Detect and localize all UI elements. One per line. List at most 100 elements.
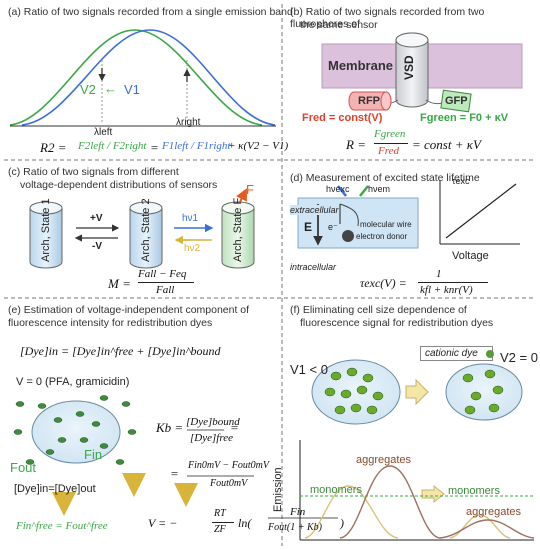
dye-aggregate <box>346 367 358 377</box>
dye-aggregate <box>372 391 384 401</box>
extracellular-label: extracellular <box>290 205 339 215</box>
panel-c-eq-den: Fall <box>156 284 175 296</box>
dye-aggregate <box>340 389 352 399</box>
lambda-right-label: λright <box>176 117 201 128</box>
v-frac-num: RT <box>214 508 226 519</box>
plus-v-label: +V <box>90 213 103 224</box>
dye-molecule <box>75 411 85 417</box>
v2-label-f: V2 = 0 <box>500 350 538 365</box>
dye-molecule <box>99 395 109 401</box>
dye-equal-label: [Dye]in=[Dye]out <box>14 483 96 495</box>
hvexc-label: hνexc <box>326 184 350 194</box>
v-close: ) <box>340 516 344 530</box>
panel-e-cell <box>31 400 338 519</box>
dye-aggregate <box>356 385 368 395</box>
panel-separators <box>4 4 536 546</box>
panel-b-eq-rest: = const + κV <box>412 137 481 152</box>
hv1-label: hν1 <box>182 213 199 224</box>
fin-label: Fin <box>84 447 103 462</box>
aggregates-label-2: aggregates <box>466 506 522 518</box>
panel-a-eq-rest: + κ(V2 − V1) <box>228 140 289 152</box>
kb-num: [Dye]bound <box>186 416 240 428</box>
kb-lhs: Kb = <box>156 420 184 435</box>
electron-label: e⁻ <box>328 222 338 232</box>
hvem-label: hνem <box>368 184 391 194</box>
dye-aggregate <box>366 405 378 415</box>
panel-e-eq1: [Dye]in = [Dye]in^free + [Dye]in^bound <box>20 344 221 358</box>
dye-aggregate <box>492 385 504 395</box>
dye-molecule <box>115 459 125 465</box>
dye-aggregate <box>362 373 374 383</box>
dye-molecule <box>53 417 63 423</box>
state1-label: Arch, State 1 <box>40 198 52 262</box>
minus-v-label: -V <box>92 241 102 252</box>
dye-molecule <box>37 403 47 409</box>
monomers-label-1: monomers <box>310 484 362 496</box>
f-den: Fout0mV <box>210 478 248 489</box>
aggregates-label-1: aggregates <box>356 454 412 466</box>
v-ln: ln( <box>238 516 252 530</box>
dye-aggregate <box>334 405 346 415</box>
panel-e-title-line2: fluorescence intensity for redistributio… <box>8 317 213 329</box>
f-label: F <box>246 182 254 197</box>
voltage-axis-label: Voltage <box>452 250 489 262</box>
panel-c-fraction-bar <box>138 282 194 283</box>
panel-c-eq-num: Fall − Feq <box>138 268 187 280</box>
dye-aggregate <box>330 371 342 381</box>
dye-aggregate <box>464 405 476 415</box>
f-num: Fin0mV − Fout0mV <box>188 460 270 471</box>
panel-d-eq-den: kfl + knr(V) <box>420 284 473 296</box>
state2-label: Arch, State 2 <box>140 198 152 262</box>
dye-molecule <box>15 401 25 407</box>
v-num: Fin <box>290 506 306 518</box>
gfp-label: GFP <box>445 95 468 107</box>
panel-f-title-line2: fluorescence signal for redistribution d… <box>300 317 494 329</box>
panel-c-title-line1: (c) Ratio of two signals from different <box>8 166 179 178</box>
dye-molecule <box>121 401 131 407</box>
dye-molecule <box>57 437 67 443</box>
dye-aggregate <box>488 403 500 413</box>
panel-c-title-line2: voltage-dependent distributions of senso… <box>20 179 218 191</box>
fred-label: Fred = const(V) <box>302 112 383 124</box>
tau-axis-label: τexc <box>452 176 470 186</box>
dye-aggregate <box>462 373 474 383</box>
green-spectrum <box>9 29 263 126</box>
panel-a-eq-lhs: R2 = <box>40 140 67 155</box>
rfp-label: RFP <box>358 95 380 107</box>
v-frac-den: ZF <box>214 524 226 535</box>
panel-b-title-line1: (b) Ratio of two signals recorded from t… <box>290 6 485 30</box>
panel-b-eq-lhs: R = <box>346 137 366 152</box>
panel-f-emission-curves <box>300 465 535 539</box>
panel-e-dye-dots <box>13 395 137 465</box>
v-frac-bar <box>212 522 234 523</box>
panel-a-title: (a) Ratio of two signals recorded from a… <box>8 6 293 18</box>
hv2-label: hν2 <box>184 243 201 254</box>
panel-c-sensors <box>29 188 255 269</box>
panel-d-fraction-bar <box>418 282 488 283</box>
f-eq: = <box>170 466 179 481</box>
arrow-left-icon: ← <box>104 81 117 96</box>
electron-donor-label: electron donor <box>356 232 408 241</box>
intracellular-label: intracellular <box>290 262 337 272</box>
dye-molecule <box>25 459 35 465</box>
molecular-wire-label: molecular wire <box>360 220 412 229</box>
lambda-left-label: λleft <box>94 127 113 138</box>
blue-spectrum <box>21 29 276 126</box>
v2-label: V2 <box>80 82 96 97</box>
dye-molecule <box>127 429 137 435</box>
dye-aggregate <box>350 403 362 413</box>
dye-molecule <box>91 421 101 427</box>
panel-a-eq-eq: = <box>150 140 159 155</box>
v1-label-f: V1 < 0 <box>290 362 328 377</box>
panel-f-title-line1: (f) Eliminating cell size dependence of <box>290 304 467 316</box>
emission-axis-label: Emission <box>272 467 284 512</box>
membrane-label: Membrane <box>328 58 394 73</box>
dye-aggregate <box>484 369 496 379</box>
cationic-dye-legend-dot <box>486 350 494 358</box>
panel-b-sensor <box>321 32 523 113</box>
dye-aggregate <box>470 391 482 401</box>
panel-d-eq-lhs: τexc(V) = <box>360 276 407 290</box>
v-den: Fout(1 + Kb) <box>268 522 322 533</box>
free-eq-label: Fin^free = Fout^free <box>16 520 108 532</box>
v1-label: V1 <box>124 82 140 97</box>
